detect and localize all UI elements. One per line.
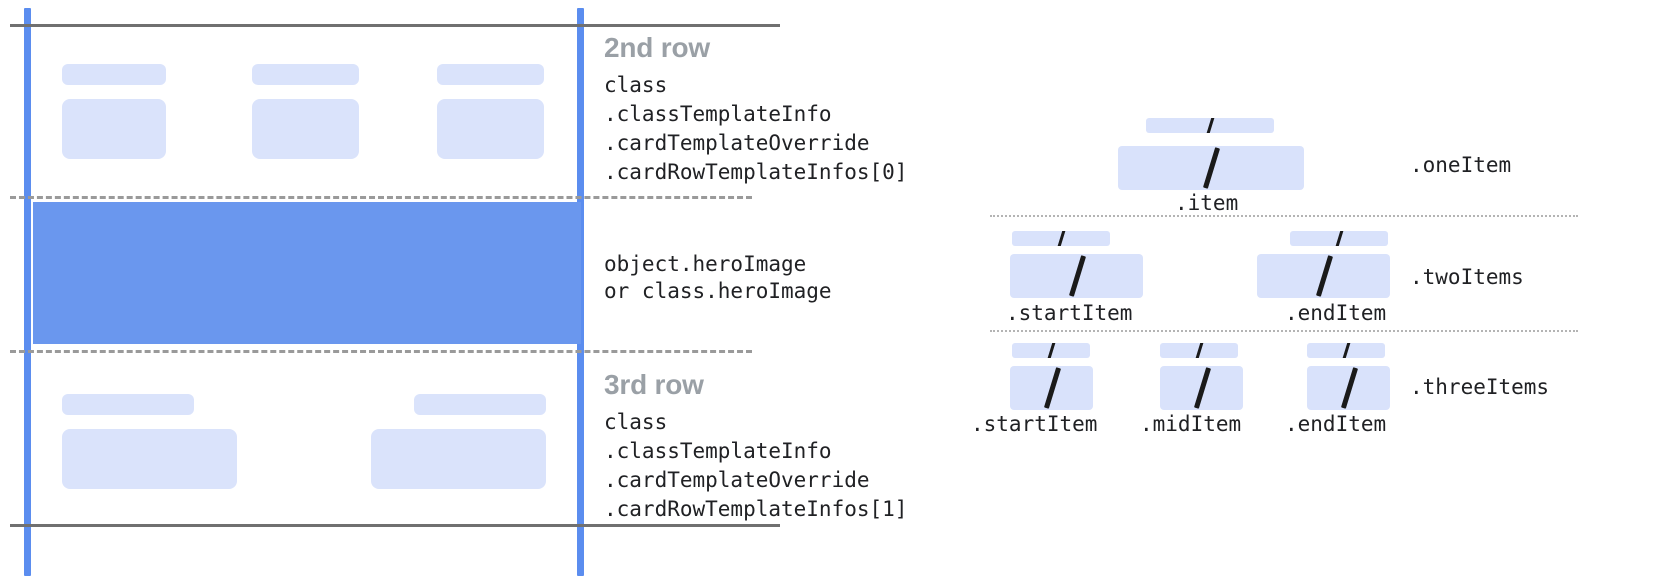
two-items-start-top-bar <box>1012 231 1110 246</box>
card-preview-frame <box>0 0 780 584</box>
item-group-divider-2 <box>990 330 1578 332</box>
slash-glyph <box>1195 343 1204 358</box>
card-left-rail <box>24 8 31 576</box>
second-row-heading: 2nd row <box>604 32 710 63</box>
slash-glyph <box>1057 231 1066 246</box>
card-top-rule <box>10 24 780 27</box>
slash-glyph <box>1202 147 1221 189</box>
second-row-col1-title-placeholder <box>62 64 166 85</box>
two-items-start-label: .startItem <box>1006 301 1133 325</box>
three-items-end-main-bar <box>1307 366 1390 410</box>
second-row-col3-body-placeholder <box>437 99 544 159</box>
one-item-group-label: .oneItem <box>1410 153 1512 177</box>
third-row-code-line-3: .cardTemplateOverride <box>604 468 870 492</box>
second-row-code-line-2: .classTemplateInfo <box>604 102 832 126</box>
second-row-col2-body-placeholder <box>252 99 359 159</box>
slash-glyph <box>1043 367 1061 409</box>
hero-image-band <box>33 202 581 344</box>
third-row-code-line-4: .cardRowTemplateInfos[1] <box>604 497 908 521</box>
second-row-col1-body-placeholder <box>62 99 166 159</box>
three-items-start-label: .startItem <box>971 412 1098 436</box>
one-item-top-bar <box>1146 118 1274 133</box>
slash-glyph <box>1335 231 1344 246</box>
slash-glyph <box>1206 118 1215 133</box>
second-row-code-line-4: .cardRowTemplateInfos[0] <box>604 160 908 184</box>
item-group-divider-1 <box>990 215 1578 217</box>
slash-glyph <box>1068 255 1086 297</box>
second-row-col2-title-placeholder <box>252 64 359 85</box>
three-items-start-top-bar <box>1012 343 1090 358</box>
second-row-col3-title-placeholder <box>437 64 544 85</box>
hero-image-code-line-2: or class.heroImage <box>604 279 832 303</box>
two-items-end-top-bar <box>1290 231 1388 246</box>
one-item-slot-label: .item <box>1175 191 1239 215</box>
one-item-main-bar <box>1118 146 1304 190</box>
two-items-end-main-bar <box>1257 254 1390 298</box>
slash-glyph <box>1193 367 1211 409</box>
three-items-end-top-bar <box>1307 343 1385 358</box>
third-row-col2-title-placeholder <box>414 394 546 415</box>
three-items-mid-label: .midItem <box>1140 412 1242 436</box>
slash-glyph <box>1047 343 1056 358</box>
three-items-mid-main-bar <box>1160 366 1243 410</box>
three-items-group-label: .threeItems <box>1410 375 1550 399</box>
third-row-code-line-2: .classTemplateInfo <box>604 439 832 463</box>
row-divider-upper <box>10 196 752 199</box>
third-row-col2-body-placeholder <box>371 429 546 489</box>
third-row-col1-body-placeholder <box>62 429 237 489</box>
slash-glyph <box>1340 367 1358 409</box>
three-items-end-label: .endItem <box>1285 412 1387 436</box>
second-row-code-line-1: class <box>604 73 668 97</box>
item-layouts-panel: .item .oneItem .startItem .endItem .twoI… <box>960 0 1676 584</box>
third-row-col1-title-placeholder <box>62 394 194 415</box>
third-row-code-line-1: class <box>604 410 668 434</box>
second-row-code-line-3: .cardTemplateOverride <box>604 131 870 155</box>
third-row-heading: 3rd row <box>604 369 704 400</box>
two-items-start-main-bar <box>1010 254 1143 298</box>
card-bottom-rule <box>10 524 780 527</box>
two-items-group-label: .twoItems <box>1410 265 1524 289</box>
two-items-end-label: .endItem <box>1285 301 1387 325</box>
three-items-mid-top-bar <box>1160 343 1238 358</box>
slash-glyph <box>1342 343 1351 358</box>
slash-glyph <box>1315 255 1333 297</box>
row-divider-lower <box>10 350 752 353</box>
hero-image-code-line-1: object.heroImage <box>604 252 807 276</box>
three-items-start-main-bar <box>1010 366 1093 410</box>
